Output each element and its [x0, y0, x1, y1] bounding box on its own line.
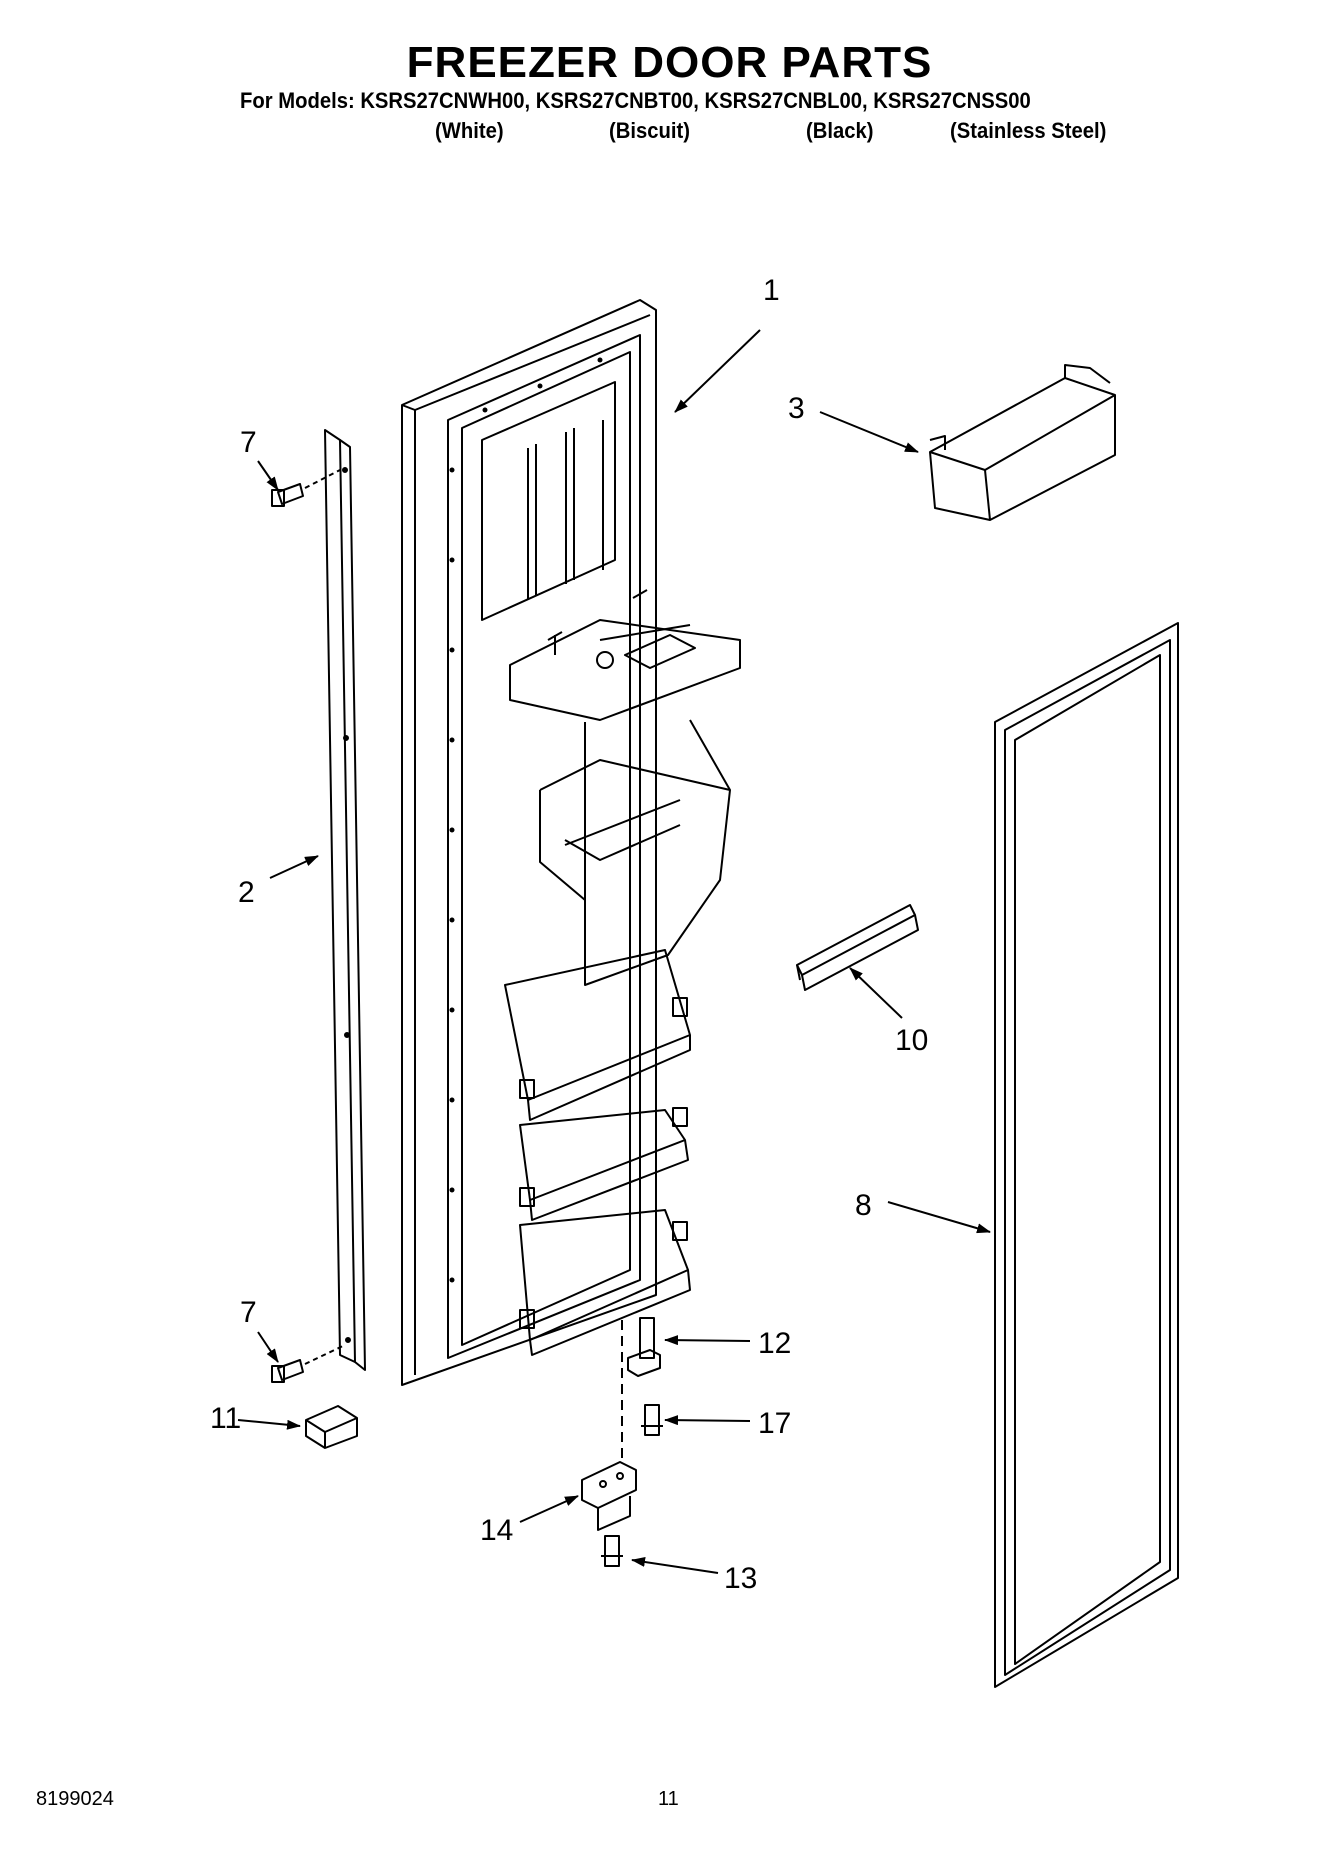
- variant-white: (White): [435, 118, 504, 143]
- leader-arrows: [237, 329, 991, 1574]
- callout-12: 12: [758, 1327, 791, 1360]
- models-line: For Models: KSRS27CNWH00, KSRS27CNBT00, …: [240, 88, 1031, 113]
- door-assembly: [401, 299, 741, 1386]
- hinge-cap: [305, 1405, 358, 1449]
- callout-8: 8: [855, 1189, 872, 1222]
- page-title: FREEZER DOOR PARTS: [406, 38, 933, 87]
- divider-bar: [796, 904, 919, 991]
- part-number: 8199024: [36, 1788, 114, 1810]
- callout-7-upper: 7: [240, 426, 257, 459]
- screw-upper: [271, 469, 341, 507]
- callout-11: 11: [210, 1402, 241, 1435]
- callout-13: 13: [724, 1562, 757, 1595]
- callout-14: 14: [480, 1514, 513, 1547]
- variant-biscuit: (Biscuit): [609, 118, 690, 143]
- screw-17: [641, 1404, 663, 1436]
- screw-13: [601, 1535, 623, 1567]
- callout-2: 2: [238, 876, 255, 909]
- page-number: 11: [658, 1788, 679, 1810]
- callout-7-lower: 7: [240, 1296, 257, 1329]
- door-bin: [929, 364, 1116, 521]
- variant-stainless-steel: (Stainless Steel): [950, 118, 1107, 143]
- callout-3: 3: [788, 392, 805, 425]
- hinge-bracket: [581, 1461, 637, 1531]
- hinge-pin: [621, 1317, 661, 1460]
- callout-1: 1: [763, 274, 780, 307]
- callout-10: 10: [895, 1024, 928, 1057]
- door-gasket: [994, 622, 1179, 1688]
- variant-black: (Black): [806, 118, 874, 143]
- callout-17: 17: [758, 1407, 791, 1440]
- trim-strip: [324, 429, 366, 1371]
- screw-lower: [271, 1344, 346, 1383]
